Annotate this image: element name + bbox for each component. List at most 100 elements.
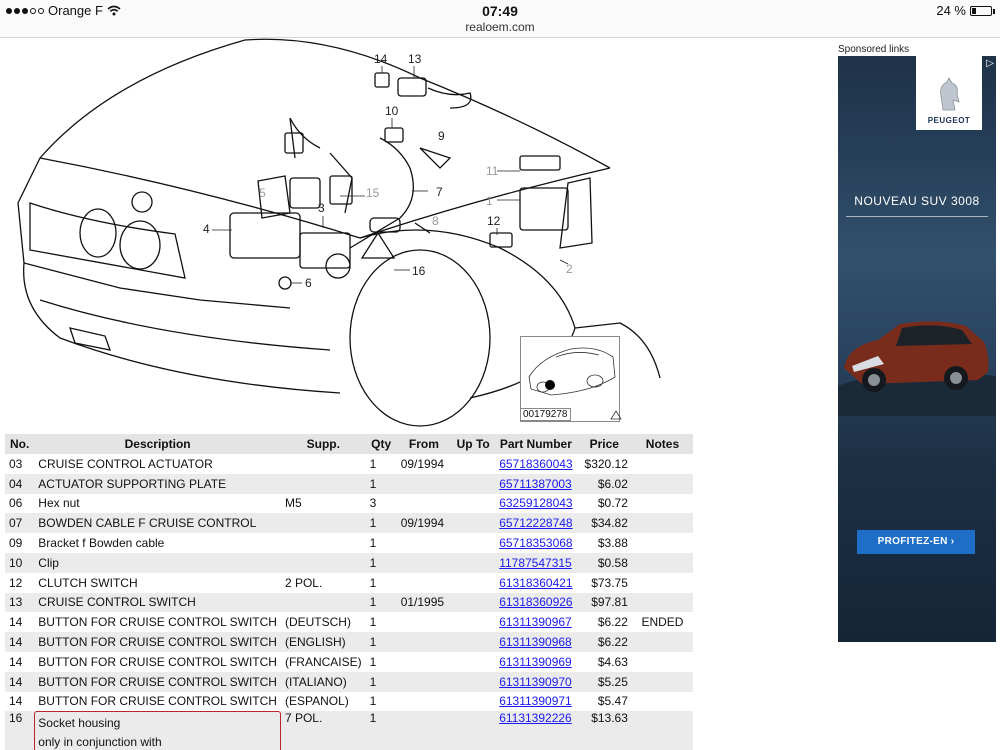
cell-upto bbox=[451, 612, 495, 632]
cell-from bbox=[396, 632, 452, 652]
cell-upto bbox=[451, 711, 496, 750]
diagram-code: 00179278 bbox=[520, 408, 571, 421]
cell-part-number[interactable]: 65711387003 bbox=[495, 473, 577, 494]
cell-supp: (ITALIANO) bbox=[280, 671, 366, 692]
part-number-link[interactable]: 61311390971 bbox=[499, 694, 572, 709]
cell-description: CLUTCH SWITCH bbox=[38, 575, 138, 590]
part-number-link[interactable]: 63259128043 bbox=[499, 496, 573, 511]
cell-from: 01/1995 bbox=[396, 592, 452, 613]
cell-price: $5.47 bbox=[597, 694, 628, 709]
cell-supp: 2 POL. bbox=[284, 575, 323, 590]
cell-price: $97.81 bbox=[576, 592, 632, 613]
part-number-link[interactable]: 61131392226 bbox=[499, 711, 572, 726]
cell-part-number[interactable]: 63259128043 bbox=[495, 494, 576, 514]
ad-choices-icon[interactable]: ▷ bbox=[986, 58, 994, 69]
cell-description: BUTTON FOR CRUISE CONTROL SWITCH bbox=[34, 632, 281, 652]
cell-description: BUTTON FOR CRUISE CONTROL SWITCH bbox=[38, 615, 277, 630]
cell-part-number[interactable]: 65718360043 bbox=[495, 454, 576, 474]
cell-notes bbox=[632, 454, 693, 474]
part-number-link[interactable]: 65712228748 bbox=[499, 516, 573, 531]
cell-notes bbox=[631, 513, 693, 534]
status-bar: Orange F 07:49 realoem.com 24 % bbox=[0, 0, 1000, 38]
table-header-row: No. Description Supp. Qty From Up To Par… bbox=[5, 434, 693, 454]
address-url[interactable]: realoem.com bbox=[465, 20, 535, 34]
cell-qty: 1 bbox=[365, 592, 397, 613]
part-number-link[interactable]: 65711387003 bbox=[499, 476, 572, 491]
cell-price: $0.72 bbox=[597, 496, 628, 511]
col-header-notes: Notes bbox=[631, 434, 693, 454]
cell-part-number[interactable]: 61131392226 bbox=[495, 711, 577, 750]
cell-upto bbox=[451, 592, 496, 613]
cell-qty: 3 bbox=[369, 496, 377, 511]
cell-qty: 1 bbox=[369, 654, 377, 669]
cell-part-number[interactable]: 61311390968 bbox=[495, 632, 577, 652]
part-number-link[interactable]: 65718360043 bbox=[499, 456, 573, 471]
cell-upto bbox=[451, 671, 496, 692]
clock: 07:49 bbox=[482, 3, 518, 19]
cell-notes bbox=[631, 632, 693, 652]
callout-13: 13 bbox=[408, 52, 422, 66]
part-number-link[interactable]: 61318360926 bbox=[499, 595, 573, 610]
description-text: Socket housing bbox=[38, 716, 121, 731]
cell-from bbox=[396, 552, 452, 573]
callout-6: 6 bbox=[305, 276, 312, 290]
cell-price: $6.02 bbox=[576, 473, 632, 494]
diagram-thumbnail[interactable] bbox=[520, 336, 620, 422]
ad-cta-button[interactable]: PROFITEZ-EN › bbox=[857, 530, 975, 554]
cell-part-number[interactable]: 61318360926 bbox=[495, 592, 577, 613]
cell-upto bbox=[451, 652, 495, 672]
cell-upto bbox=[451, 533, 495, 553]
part-number-link[interactable]: 61311390968 bbox=[499, 635, 572, 650]
cell-from bbox=[397, 652, 451, 672]
cell-part-number[interactable]: 61318360421 bbox=[495, 573, 576, 593]
cell-qty: 1 bbox=[369, 456, 377, 471]
cell-no: 03 bbox=[9, 456, 23, 471]
cell-part-number[interactable]: 61311390967 bbox=[495, 612, 576, 632]
part-number-link[interactable]: 61311390970 bbox=[499, 674, 572, 689]
cell-from bbox=[396, 671, 452, 692]
cell-part-number[interactable]: 61311390971 bbox=[495, 692, 576, 712]
cell-price: $320.12 bbox=[584, 456, 628, 471]
wifi-icon bbox=[107, 5, 121, 16]
callout-14: 14 bbox=[374, 52, 388, 66]
cell-supp: (DEUTSCH) bbox=[284, 615, 351, 630]
cell-description: BUTTON FOR CRUISE CONTROL SWITCH bbox=[34, 671, 281, 692]
callout-3: 3 bbox=[318, 201, 325, 215]
part-number-link[interactable]: 61318360421 bbox=[499, 575, 573, 590]
cell-qty: 1 bbox=[365, 711, 397, 750]
cell-from bbox=[397, 533, 451, 553]
brand-logo[interactable]: PEUGEOT bbox=[916, 56, 982, 130]
cell-supp: 7 POL. bbox=[280, 711, 366, 750]
ad-headline: NOUVEAU SUV 3008 bbox=[854, 194, 980, 208]
cell-no: 14 bbox=[5, 632, 35, 652]
part-number-link[interactable]: 61311390967 bbox=[499, 615, 572, 630]
part-number-link[interactable]: 11787547315 bbox=[499, 555, 572, 570]
col-header-qty: Qty bbox=[365, 434, 397, 454]
cell-supp bbox=[280, 592, 366, 613]
cell-upto bbox=[451, 513, 496, 534]
cell-notes bbox=[632, 573, 693, 593]
cell-description: Bracket f Bowden cable bbox=[38, 536, 165, 551]
cell-no: 14 bbox=[9, 694, 23, 709]
cell-part-number[interactable]: 65712228748 bbox=[495, 513, 577, 534]
cell-part-number[interactable]: 65718353068 bbox=[495, 533, 576, 553]
callout-1: 1 bbox=[486, 194, 493, 208]
cell-part-number[interactable]: 61311390970 bbox=[495, 671, 577, 692]
part-number-link[interactable]: 61311390969 bbox=[499, 654, 572, 669]
cell-upto bbox=[451, 573, 495, 593]
ad-banner[interactable]: ▷ PEUGEOT NOUVEAU SUV 3008 PROFITEZ-EN › bbox=[838, 56, 996, 642]
parts-table: No. Description Supp. Qty From Up To Par… bbox=[5, 434, 693, 750]
cell-description: ACTUATOR SUPPORTING PLATE bbox=[34, 473, 281, 494]
cell-no: 04 bbox=[5, 473, 35, 494]
cell-supp: (ENGLISH) bbox=[280, 632, 366, 652]
cell-part-number[interactable]: 11787547315 bbox=[495, 552, 577, 573]
cell-part-number[interactable]: 61311390969 bbox=[495, 652, 576, 672]
part-number-link[interactable]: 65718353068 bbox=[499, 536, 573, 551]
cell-notes bbox=[631, 473, 693, 494]
